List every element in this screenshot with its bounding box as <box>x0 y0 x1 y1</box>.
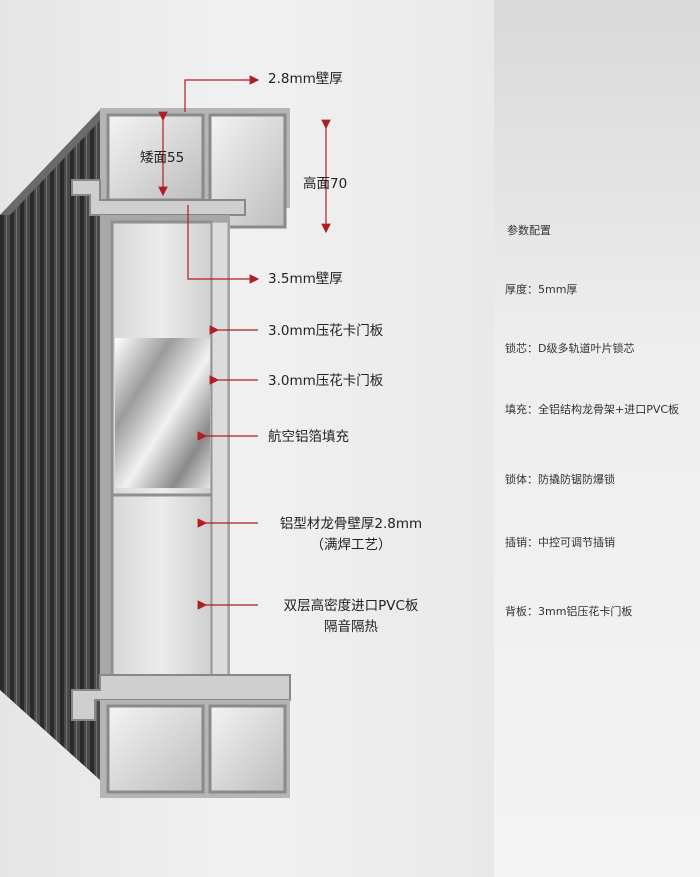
panel-top-edge <box>0 110 110 215</box>
spec-value: 5mm厚 <box>538 283 578 296</box>
aluminum-foil-fill <box>115 338 210 488</box>
spec-value: 全铝结构龙骨架+进口PVC板 <box>538 403 680 416</box>
spec-label: 锁体： <box>505 473 538 486</box>
spec-label: 填充： <box>505 403 538 416</box>
spec-value: 防撬防锯防爆锁 <box>538 473 615 486</box>
spec-bolt: 插销：中控可调节插销 <box>505 534 615 550</box>
bottom-profile <box>71 674 291 798</box>
spec-label: 锁芯： <box>505 342 538 355</box>
spec-thickness: 厚度：5mm厚 <box>505 281 577 297</box>
label-keel-line1: 铝型材龙骨壁厚2.8mm <box>279 516 423 532</box>
spec-value: D级多轨道叶片锁芯 <box>538 342 635 355</box>
spec-label: 背板： <box>505 605 538 618</box>
background-wall <box>494 0 700 877</box>
spec-label: 插销： <box>505 536 538 549</box>
keel-core <box>100 215 230 685</box>
label-wall-thickness-top: 2.8mm壁厚 <box>268 71 343 87</box>
label-wall-thickness-mid: 3.5mm壁厚 <box>268 271 343 287</box>
label-high-face: 高面70 <box>303 176 348 192</box>
outer-ribbed-panel <box>0 110 100 780</box>
label-pvc: 双层高密度进口PVC板 隔音隔热 <box>266 598 436 635</box>
spec-lock-core: 锁芯：D级多轨道叶片锁芯 <box>505 340 634 356</box>
spec-value: 中控可调节插销 <box>538 536 615 549</box>
label-pvc-line1: 双层高密度进口PVC板 <box>283 598 419 614</box>
callout-lines <box>158 75 331 610</box>
label-keel: 铝型材龙骨壁厚2.8mm （满焊工艺） <box>266 516 436 553</box>
label-short-face: 矮面55 <box>140 150 185 166</box>
label-panel-2: 3.0mm压花卡门板 <box>268 373 384 389</box>
spec-value: 3mm铝压花卡门板 <box>538 605 633 618</box>
top-profile <box>71 108 290 229</box>
label-keel-line2: （满焊工艺） <box>310 537 392 553</box>
label-foil-filler: 航空铝箔填充 <box>268 429 349 445</box>
spec-filling: 填充：全铝结构龙骨架+进口PVC板 <box>505 401 679 417</box>
label-pvc-line2: 隔音隔热 <box>324 619 378 635</box>
label-panel-1: 3.0mm压花卡门板 <box>268 323 384 339</box>
spec-lock-body: 锁体：防撬防锯防爆锁 <box>505 471 615 487</box>
spec-back-panel: 背板：3mm铝压花卡门板 <box>505 603 632 619</box>
spec-label: 厚度： <box>505 283 538 296</box>
spec-title: 参数配置 <box>507 224 551 237</box>
